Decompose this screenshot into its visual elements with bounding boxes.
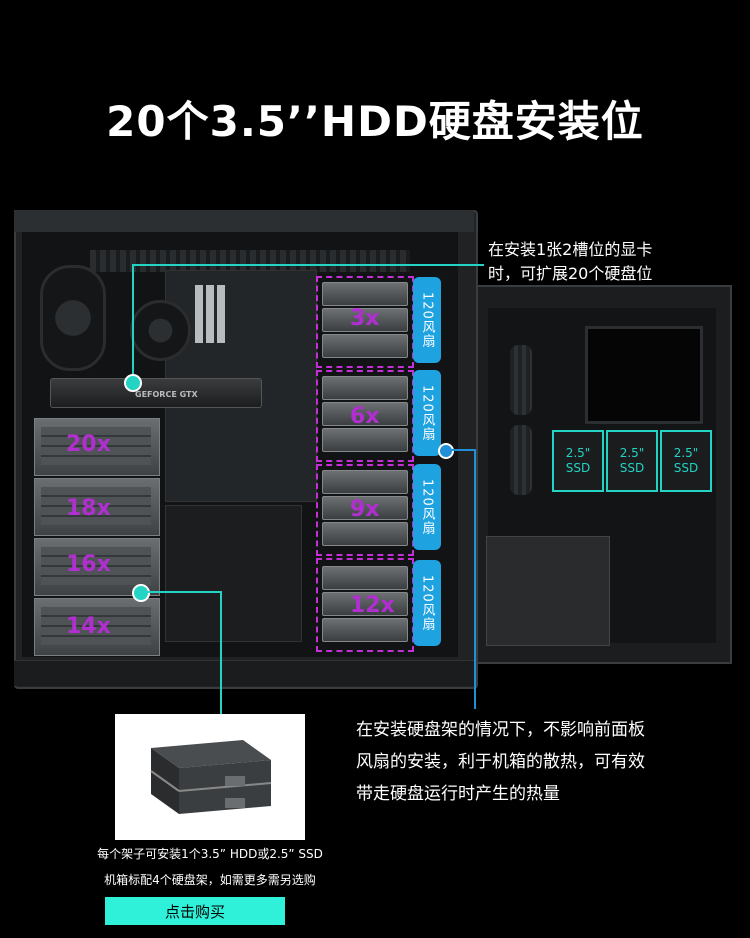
ssd-type: SSD xyxy=(673,461,699,475)
ram-stick xyxy=(206,285,214,343)
hdd-cage xyxy=(34,598,160,656)
case-top-panel xyxy=(14,210,474,232)
stack-count-label: 3x xyxy=(350,306,380,331)
cpu-cooler xyxy=(130,300,191,361)
hdd-count-label: 18x xyxy=(66,496,111,521)
case-back-psu xyxy=(486,536,610,646)
page-title: 20个3.5’’HDD硬盘安装位 xyxy=(106,97,644,146)
hdd-drive xyxy=(322,334,408,358)
rear-fan xyxy=(40,265,106,371)
hdd-cage xyxy=(34,418,160,476)
ssd-bay-2: 2.5"SSD xyxy=(606,430,658,492)
callout-line xyxy=(220,591,222,715)
ssd-type: SSD xyxy=(565,461,591,475)
fan-label-3: 120风扇 xyxy=(413,464,441,550)
hdd-drive xyxy=(322,592,408,616)
hdd-count-label: 16x xyxy=(66,552,111,577)
hdd-drive xyxy=(322,618,408,642)
callout-top-text: 在安装1张2槽位的显卡 时，可扩展20个硬盘位 xyxy=(488,238,708,286)
callout-bottom-text: 在安装硬盘架的情况下，不影响前面板 风扇的安装，利于机箱的散热，可有效 带走硬盘… xyxy=(356,714,706,810)
callout-line xyxy=(132,264,484,266)
graphics-card xyxy=(50,378,262,408)
callout-bottom-line1: 在安装硬盘架的情况下，不影响前面板 xyxy=(356,720,645,740)
callout-line xyxy=(146,591,222,593)
hdd-drive xyxy=(322,308,408,332)
ssd-bay-3: 2.5"SSD xyxy=(660,430,712,492)
fan-label-2: 120风扇 xyxy=(413,370,441,456)
ssd-type: SSD xyxy=(619,461,645,475)
callout-line xyxy=(450,449,475,451)
ssd-size: 2.5" xyxy=(565,446,591,460)
gpu-brand-label: GEFORCE GTX xyxy=(135,390,198,399)
case-base xyxy=(14,660,474,686)
hdd-drive xyxy=(322,470,408,494)
ssd-size: 2.5" xyxy=(619,446,645,460)
caption-line1: 每个架子可安装1个3.5” HDD或2.5” SSD xyxy=(97,847,323,861)
stack-count-label: 6x xyxy=(350,404,380,429)
psu-shroud xyxy=(165,505,302,642)
ssd-size: 2.5" xyxy=(673,446,699,460)
ram-stick xyxy=(195,285,203,343)
buy-button[interactable]: 点击购买 xyxy=(105,897,285,925)
hdd-cage xyxy=(34,478,160,536)
fan-label-1: 120风扇 xyxy=(413,277,441,363)
callout-dot xyxy=(124,374,142,392)
radiator xyxy=(90,250,410,272)
callout-dot xyxy=(438,443,454,459)
callout-line xyxy=(132,264,134,380)
caption-line2: 机箱标配4个硬盘架，如需更多需另选购 xyxy=(104,873,316,887)
hdd-drive xyxy=(322,566,408,590)
hdd-drive xyxy=(322,428,408,452)
hdd-bracket-image xyxy=(115,714,305,840)
callout-top-line2: 时，可扩展20个硬盘位 xyxy=(488,264,653,283)
stack-count-label: 12x xyxy=(350,593,395,618)
ram-stick xyxy=(217,285,225,343)
hdd-count-label: 20x xyxy=(66,432,111,457)
hdd-drive xyxy=(322,496,408,520)
fan-label-4: 120风扇 xyxy=(413,560,441,646)
case-back-grill-lower xyxy=(510,425,532,495)
hdd-drive xyxy=(322,522,408,546)
callout-dot xyxy=(132,584,150,602)
stack-count-label: 9x xyxy=(350,497,380,522)
hdd-drive xyxy=(322,402,408,426)
callout-bottom-line3: 带走硬盘运行时产生的热量 xyxy=(356,784,560,804)
hdd-bracket-icon xyxy=(150,740,272,814)
hdd-drive xyxy=(322,376,408,400)
case-back-window xyxy=(585,326,703,424)
callout-line xyxy=(474,449,476,709)
callout-top-line1: 在安装1张2槽位的显卡 xyxy=(488,240,653,259)
callout-bottom-line2: 风扇的安装，利于机箱的散热，可有效 xyxy=(356,752,645,772)
hdd-count-label: 14x xyxy=(66,614,111,639)
case-back-grill xyxy=(510,345,532,415)
ssd-bay-1: 2.5"SSD xyxy=(552,430,604,492)
hdd-drive xyxy=(322,282,408,306)
